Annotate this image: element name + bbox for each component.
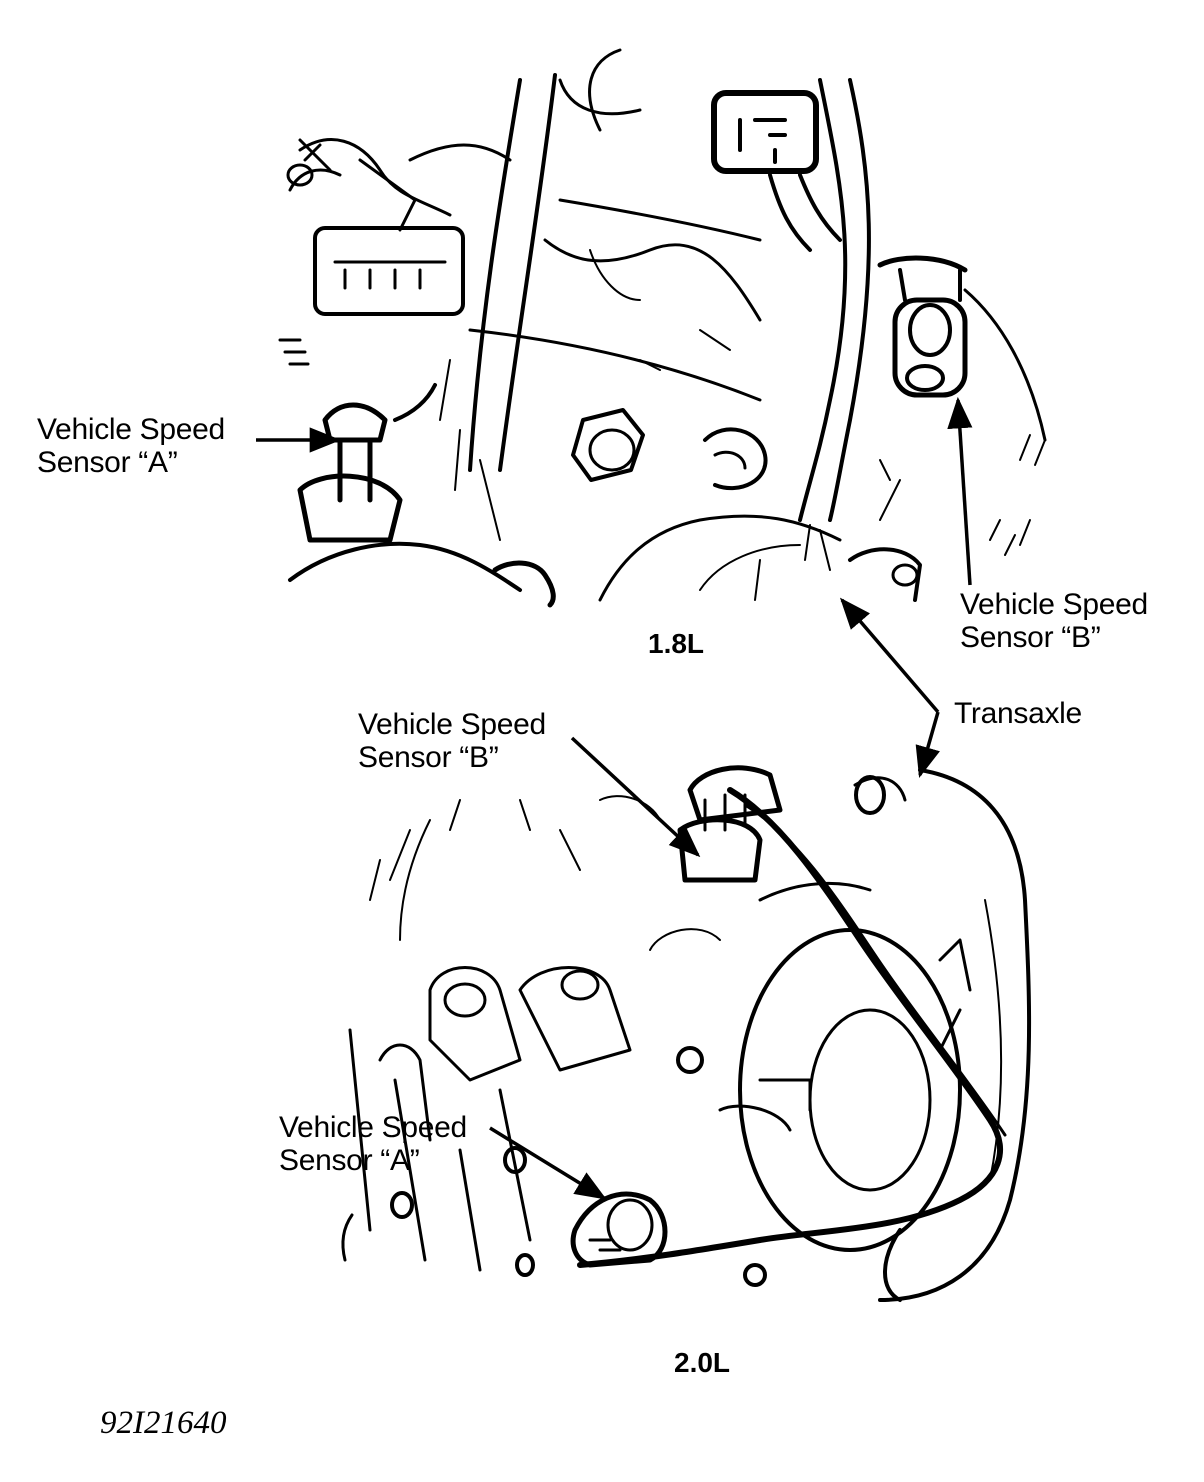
label-transaxle: Transaxle: [954, 697, 1082, 730]
label-vss-b-bottom-line2: Sensor “B”: [358, 741, 499, 774]
leader-transaxle-bottom: [915, 711, 940, 779]
label-vss-a-top: Vehicle Speed Sensor “A”: [37, 413, 225, 479]
leader-vss-a-bottom: [489, 1126, 607, 1200]
caption-top-engine: 1.8L: [648, 628, 705, 659]
caption-bottom-engine: 2.0L: [674, 1347, 731, 1378]
label-vss-b-top-line2: Sensor “B”: [960, 621, 1101, 654]
label-vss-a-top-line2: Sensor “A”: [37, 446, 178, 479]
figure-id: 92I21640: [100, 1405, 227, 1441]
leader-vss-b-bottom: [570, 736, 701, 858]
leader-transaxle-top: [839, 597, 940, 714]
label-vss-a-bottom-line2: Sensor “A”: [279, 1144, 420, 1177]
leader-lines: [256, 396, 973, 1200]
label-vss-b-bottom: Vehicle Speed Sensor “B”: [358, 708, 546, 774]
label-vss-b-top-line1: Vehicle Speed: [960, 588, 1148, 621]
label-vss-b-bottom-line1: Vehicle Speed: [358, 708, 546, 741]
label-vss-a-bottom: Vehicle Speed Sensor “A”: [279, 1111, 467, 1177]
label-vss-b-top: Vehicle Speed Sensor “B”: [960, 588, 1148, 654]
top-engine-drawing: [278, 48, 1047, 608]
bottom-engine-drawing: [341, 765, 1032, 1302]
label-vss-a-top-line1: Vehicle Speed: [37, 413, 225, 446]
label-vss-a-bottom-line1: Vehicle Speed: [279, 1111, 467, 1144]
leader-vss-b-top: [947, 396, 973, 586]
